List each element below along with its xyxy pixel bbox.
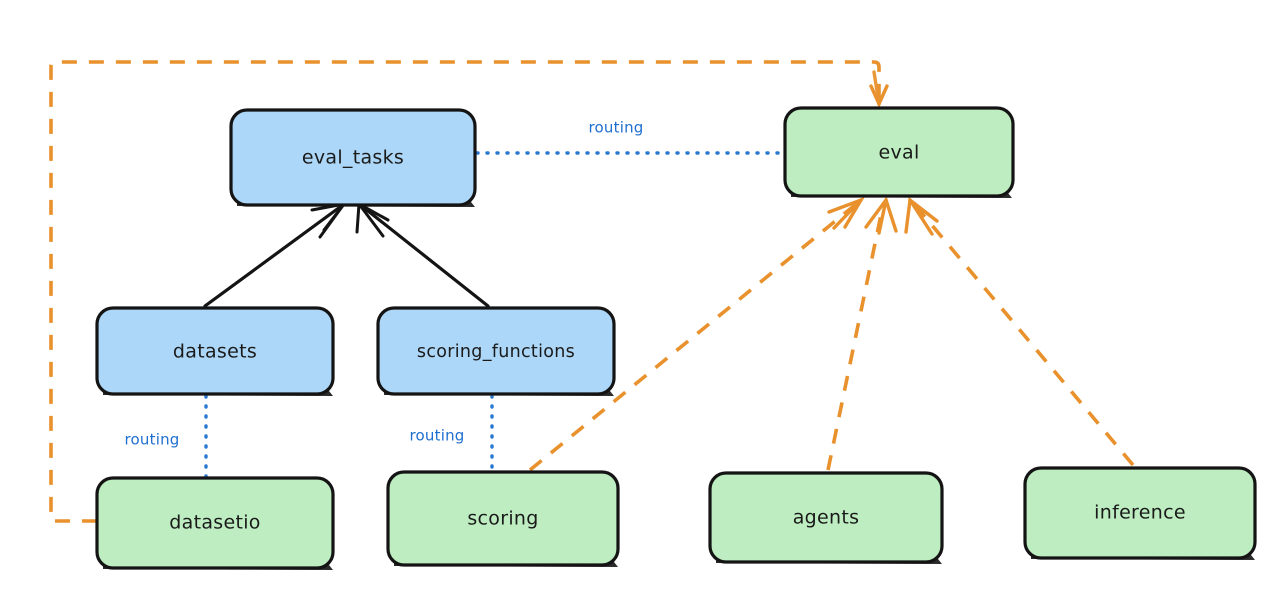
node-scoring-label: scoring (467, 508, 538, 530)
node-agents[interactable]: agents (708, 471, 944, 564)
node-datasets[interactable]: datasets (95, 306, 335, 396)
edge-label-routing-top: routing (589, 119, 644, 137)
node-eval-shape[interactable] (783, 106, 1015, 198)
node-eval[interactable]: eval (783, 106, 1015, 198)
node-eval-label: eval (878, 142, 919, 164)
node-inference-label: inference (1094, 502, 1186, 524)
node-scoring_functions-shape[interactable] (376, 306, 616, 396)
edge-label-routing-left: routing (125, 431, 180, 449)
node-agents-shape[interactable] (708, 471, 944, 564)
edge-agents-eval (826, 196, 898, 471)
node-scoring_functions[interactable]: scoring_functions (376, 306, 616, 396)
node-datasets-shape[interactable] (95, 306, 335, 396)
node-agents-label: agents (793, 507, 860, 529)
node-eval_tasks[interactable]: eval_tasks (229, 108, 477, 207)
node-inference[interactable]: inference (1023, 466, 1257, 560)
node-datasetio-shape[interactable] (95, 476, 335, 570)
node-inference-shape[interactable] (1023, 466, 1257, 560)
edge-datasetio-eval (49, 60, 889, 523)
edge-datasets-eval_tasks (203, 201, 348, 308)
edge-inference-eval (904, 196, 1135, 467)
node-datasetio[interactable]: datasetio (95, 476, 335, 570)
edge-scoring-eval (528, 196, 865, 472)
node-scoring-shape[interactable] (386, 470, 620, 567)
node-datasetio-label: datasetio (169, 512, 260, 534)
node-scoring[interactable]: scoring (386, 470, 620, 567)
edge-scoring_functions-eval_tasks (355, 201, 490, 308)
node-scoring_functions-label: scoring_functions (417, 342, 575, 362)
node-eval_tasks-shape[interactable] (229, 108, 477, 207)
edge-label-routing-mid: routing (410, 427, 465, 445)
node-datasets-label: datasets (173, 341, 257, 363)
node-eval_tasks-label: eval_tasks (302, 147, 404, 169)
